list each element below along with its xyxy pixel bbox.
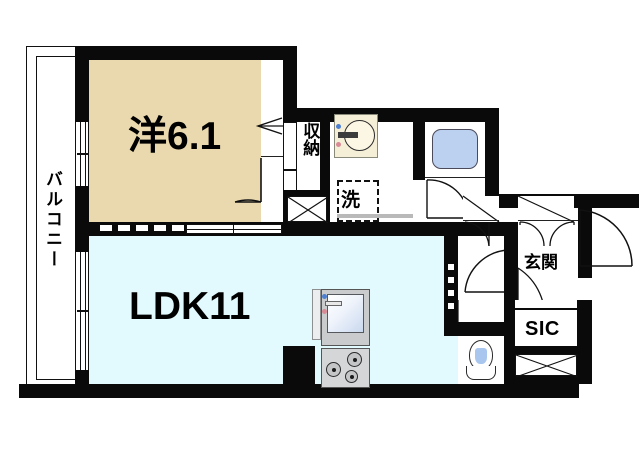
shoe-closet-upper-left[interactable] (462, 195, 500, 223)
wall-washroom-bath (413, 108, 425, 180)
kitchen-side-panel (312, 289, 321, 340)
exterior-wall-bottom (19, 384, 579, 398)
bedroom-sliding-door[interactable] (186, 224, 283, 235)
closet-x-symbol-lower[interactable] (287, 196, 329, 224)
hall-strip-divider (261, 156, 283, 157)
shoe-closet-upper-left-frame (463, 220, 499, 222)
toilet (466, 338, 496, 382)
toilet-door-arc-icon[interactable] (457, 300, 488, 326)
exterior-wall-left-upper (75, 46, 89, 122)
sic-label: SIC (525, 318, 560, 340)
washbasin-cold-tap-icon (336, 124, 341, 129)
bathtub (432, 129, 478, 169)
kitchen-hot-tap-icon (322, 309, 327, 314)
washer-label: 洗 (341, 190, 361, 211)
burner-icon-1 (347, 352, 362, 367)
wall-closet-washroom (320, 122, 330, 222)
burner-icon-3 (345, 370, 358, 383)
room-sic (515, 310, 577, 346)
wall-entrance-right (578, 208, 592, 278)
room-bedroom (89, 60, 283, 222)
bedroom-hall-door-arc-icon (234, 158, 262, 203)
entrance-label: 玄関 (524, 253, 558, 272)
balcony-label: バルコニー (42, 170, 62, 270)
balcony-window-lower[interactable] (75, 252, 89, 370)
wall-toilet-top (444, 322, 518, 336)
bedroom-label: 洋6.1 (128, 115, 222, 158)
exterior-wall-top (75, 46, 297, 60)
bedroom-niche (261, 60, 283, 108)
wall-ldk-center-left (283, 108, 297, 122)
closet-door-upper[interactable] (283, 122, 297, 170)
kitchen-back-wall (283, 346, 315, 384)
washbasin-hot-tap-icon (336, 142, 341, 147)
closet-label: 収納 (300, 122, 320, 156)
balcony-inner-line (36, 56, 82, 380)
entrance-front-door-arc-icon[interactable] (578, 208, 640, 274)
balcony-window-upper[interactable] (75, 122, 89, 186)
kitchen-cold-tap-icon (322, 294, 327, 299)
sic-door-x-symbol[interactable] (515, 354, 579, 378)
bedroom-wall-right-upper (283, 46, 297, 108)
kitchen-faucet-icon (325, 301, 342, 306)
ldk-label: LDK11 (129, 285, 251, 328)
gas-stove (321, 348, 370, 388)
closet-folding-door-right-icon[interactable] (518, 221, 578, 248)
bath-divider-line (425, 177, 485, 179)
hall-strip-bedroom-side (261, 108, 283, 222)
room-ldk (89, 236, 458, 384)
bedroom-sliding-marker-icon (255, 117, 284, 135)
wall-center-block-top (283, 108, 499, 122)
exterior-wall-left-mid (75, 186, 89, 252)
kitchen-sink-basin (327, 294, 364, 333)
burner-icon-2 (326, 362, 341, 377)
wall-ldk-hallway-upper (444, 236, 458, 260)
partition-hatch-segment (98, 222, 188, 236)
sic-upper-notch (515, 300, 577, 308)
shoe-closet-upper-right[interactable] (517, 195, 575, 223)
shoe-closet-upper-right-frame (518, 220, 578, 222)
closet-folding-door-left-icon[interactable] (463, 221, 501, 248)
wall-ldk-hallway-hatched (444, 260, 458, 318)
washbasin-faucet-icon (338, 132, 358, 138)
washroom-threshold-line (337, 214, 413, 218)
